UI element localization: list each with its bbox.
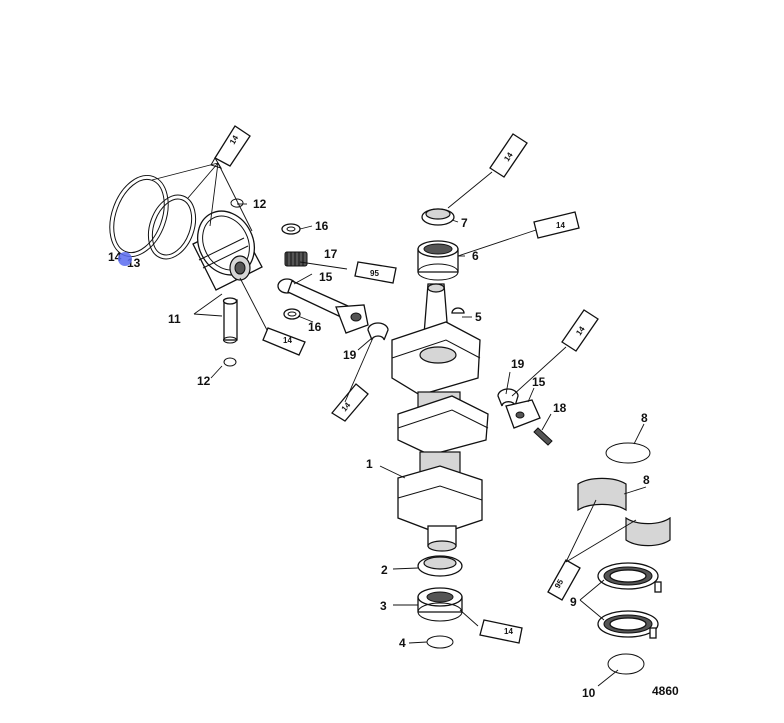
tube-rod: 14 (331, 383, 369, 422)
callout-15-rod: 15 (319, 270, 333, 284)
callout-18: 18 (553, 401, 567, 415)
tube-piston: 14 (262, 327, 306, 356)
key (451, 307, 465, 314)
callout-labels: 1 2 3 4 5 6 7 8 8 9 10 11 12 12 13 14 15… (108, 197, 679, 700)
callout-16-top: 16 (315, 219, 329, 233)
roller-bearing-set-lower (597, 610, 659, 638)
figure-id: 4860 (652, 684, 679, 698)
callout-2: 2 (381, 563, 388, 577)
piston (192, 210, 263, 291)
svg-text:14: 14 (504, 627, 513, 636)
tube-wrist-pin: 95 (354, 261, 397, 284)
retaining-ring-bottom (607, 653, 645, 675)
cursor-marker (118, 252, 132, 266)
callout-12-top: 12 (253, 197, 267, 211)
callout-19-left: 19 (343, 348, 357, 362)
svg-text:14: 14 (283, 336, 292, 345)
callout-8-half: 8 (643, 473, 650, 487)
callout-4: 4 (399, 636, 406, 650)
lockring-bottom (223, 357, 237, 367)
ball-bearing (417, 587, 463, 622)
washer-bottom (283, 308, 301, 320)
bearing-race-half-left (577, 477, 627, 512)
retaining-ring (426, 635, 454, 649)
oil-seal-top (421, 208, 455, 226)
bearing-race-half-right (625, 516, 671, 547)
wrist-pin-bearing (284, 251, 308, 267)
callout-6: 6 (472, 249, 479, 263)
leader-lines (151, 162, 647, 687)
rod-bolt (533, 427, 553, 446)
tube-seal-top: 14 (489, 133, 528, 178)
crankshaft (391, 283, 489, 552)
rod-bearing-left (367, 322, 389, 341)
tube-bearing-top: 14 (533, 211, 580, 239)
callout-8-ring: 8 (641, 411, 648, 425)
callout-7: 7 (461, 216, 468, 230)
roller-bearing-set-upper (597, 562, 659, 590)
callout-17: 17 (324, 247, 338, 261)
callout-15-cap: 15 (532, 375, 546, 389)
needle-bearing-top (417, 240, 459, 281)
tube-rod-bolt: 14 (561, 309, 599, 352)
callout-10: 10 (582, 686, 596, 700)
tube-bottom-seal: 14 (479, 619, 523, 644)
seal-2 (417, 555, 463, 577)
callout-16-bottom: 16 (308, 320, 322, 334)
bearing-race-ring (605, 442, 651, 464)
callout-12-bottom: 12 (197, 374, 211, 388)
callout-9: 9 (570, 595, 577, 609)
tube-ring: 14 (210, 125, 251, 169)
svg-text:14: 14 (556, 221, 565, 230)
svg-text:95: 95 (370, 269, 379, 278)
rod-bearing-right (497, 388, 519, 407)
connecting-rod (277, 278, 369, 334)
piston-ring-13 (147, 194, 197, 260)
callout-1: 1 (366, 457, 373, 471)
lockring-top (230, 198, 244, 208)
wrist-pin (222, 297, 238, 344)
callout-19-right: 19 (511, 357, 525, 371)
tube-race: 95 (547, 559, 581, 601)
connecting-rod-cap (505, 399, 541, 429)
bearing-dowel-pins (649, 581, 662, 639)
callout-3: 3 (380, 599, 387, 613)
callout-5: 5 (475, 310, 482, 324)
callout-11: 11 (168, 312, 181, 326)
washer-top (281, 223, 301, 235)
